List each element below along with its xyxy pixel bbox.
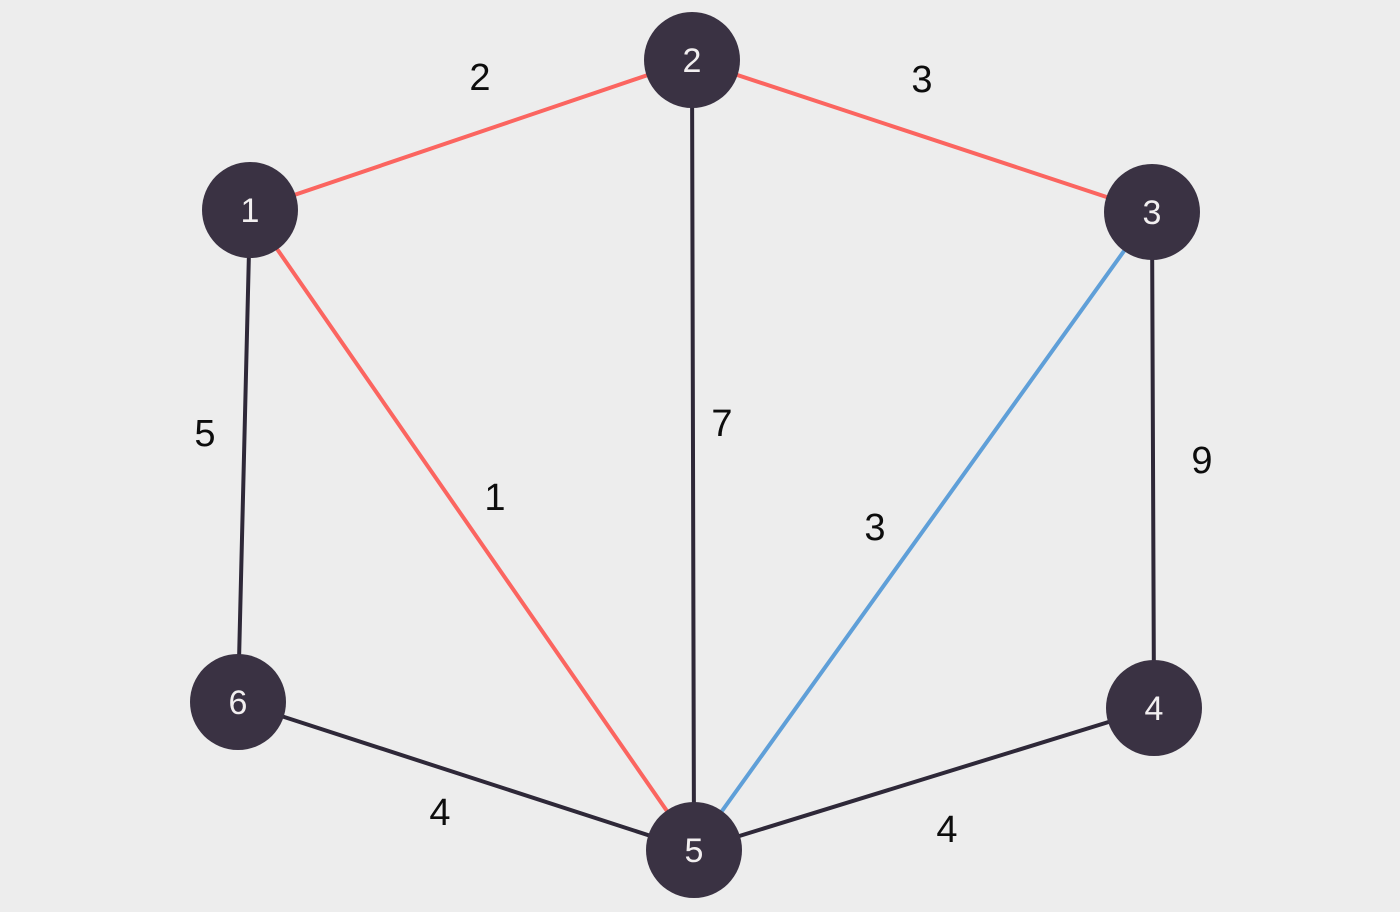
graph-node-label-1: 1 <box>241 192 260 230</box>
graph-node-label-6: 6 <box>229 684 248 722</box>
graph-edge-3-5[interactable] <box>692 210 1154 852</box>
edge-weight-label-1-2: 2 <box>469 57 490 99</box>
nodes-layer: 1 2 3 4 5 6 <box>190 12 1202 898</box>
edge-weight-label-1-6: 5 <box>194 413 215 455</box>
graph-edge-2-5[interactable] <box>690 58 696 852</box>
graph-node-5[interactable]: 5 <box>646 802 742 898</box>
graph-edge-1-6[interactable] <box>236 208 252 704</box>
graph-node-label-3: 3 <box>1143 194 1162 232</box>
graph-edge-3-4[interactable] <box>1150 210 1156 710</box>
graph-edge-2-3[interactable] <box>690 58 1154 214</box>
edge-labels-layer: 2 3 5 1 7 3 9 4 4 <box>194 57 1212 851</box>
graph-node-1[interactable]: 1 <box>202 162 298 258</box>
graph-node-circle-1[interactable] <box>202 162 298 258</box>
graph-edge-5-4[interactable] <box>692 706 1156 852</box>
graph-node-4[interactable]: 4 <box>1106 660 1202 756</box>
edge-weight-label-1-5: 1 <box>484 477 505 519</box>
graph-node-circle-4[interactable] <box>1106 660 1202 756</box>
graph-node-label-2: 2 <box>683 42 702 80</box>
graph-node-circle-5[interactable] <box>646 802 742 898</box>
edge-weight-label-2-3: 3 <box>911 59 932 101</box>
graph-edge-1-5[interactable] <box>248 208 696 852</box>
edge-weight-label-2-5: 7 <box>711 403 732 445</box>
graph-edge-6-5[interactable] <box>236 700 696 852</box>
edge-weight-label-3-5: 3 <box>864 507 885 549</box>
graph-node-6[interactable]: 6 <box>190 654 286 750</box>
graph-node-2[interactable]: 2 <box>644 12 740 108</box>
graph-node-circle-6[interactable] <box>190 654 286 750</box>
graph-edge-1-2[interactable] <box>248 58 694 212</box>
graph-node-circle-3[interactable] <box>1104 164 1200 260</box>
graph-node-label-4: 4 <box>1145 690 1164 728</box>
graph-node-label-5: 5 <box>685 832 704 870</box>
edge-weight-label-3-4: 9 <box>1191 440 1212 482</box>
edge-weight-label-6-5: 4 <box>429 792 450 834</box>
graph-node-circle-2[interactable] <box>644 12 740 108</box>
edges-layer <box>236 58 1156 852</box>
graph-node-3[interactable]: 3 <box>1104 164 1200 260</box>
edge-weight-label-5-4: 4 <box>936 809 957 851</box>
